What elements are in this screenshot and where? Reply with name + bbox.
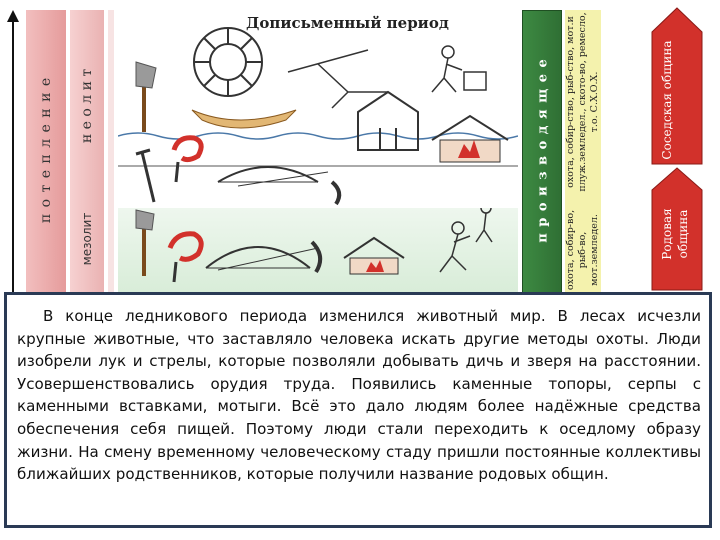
mesolith-drawings [135,202,493,283]
dugout-with-fire-icon [431,114,509,163]
sickle-icon [171,135,204,183]
mesolith-label: мезолит [80,212,94,266]
dugout-with-fire-icon-2 [343,236,405,275]
description-text: В конце ледникового периода изменился жи… [17,305,701,519]
boat-icon [191,109,297,129]
walking-figure-icon [475,202,493,243]
scene-title: Дописьменный период [246,14,449,32]
plough-sketch-icon [287,49,388,109]
bow-and-arrow-icon [217,166,329,187]
neighbor-activities-column: охота, собир-ство, рыб-ство, мот.и плуж.… [565,10,601,200]
arc-line [330,180,342,206]
worker-figure-icon [431,45,487,93]
neolith-scene: Дописьменный период [117,12,519,208]
neolith-column: н е о л и т мезолит [70,10,104,300]
neighbor-activities-label: охота, собир-ство, рыб-ство, мот.и плуж.… [565,12,600,192]
stone-axe-icon [135,61,157,132]
up-arrow-icon [7,10,19,298]
neolith-drawings [117,27,519,206]
stone-axe-icon-2 [135,209,155,276]
mesolith-scene [118,202,518,298]
tribal-community-shape [651,167,703,291]
neighbor-community-shape [651,7,703,165]
description-box: В конце ледникового периода изменился жи… [4,292,712,528]
sickle-icon-2 [167,231,204,283]
arc-line-2 [310,240,323,274]
wheel-icon [193,27,263,97]
warming-column: п о т е п л е н и е [26,10,66,300]
column-divider [108,10,114,300]
description-paragraph: В конце ледникового периода изменился жи… [17,307,701,484]
water-wave [117,132,519,140]
running-hunter-icon [439,221,471,273]
neighbor-community-label: Соседская община [660,40,674,160]
tribal-activities-label: охота, собир-во, рыб-во, мот.земледел. [565,209,600,291]
tribal-activities-column: охота, собир-во, рыб-во, мот.земледел. [565,200,601,300]
producing-label: п р о и з в о д я щ е е [535,58,551,243]
hoe-icon [135,148,156,203]
tribal-community-label: Родовая община [660,208,690,260]
warming-label: п о т е п л е н и е [38,76,54,224]
house-icon [357,90,419,151]
producing-economy-column: п р о и з в о д я щ е е [522,10,562,302]
bow-and-arrow-icon-2 [205,246,319,271]
neolith-label: н е о л и т [79,68,95,144]
